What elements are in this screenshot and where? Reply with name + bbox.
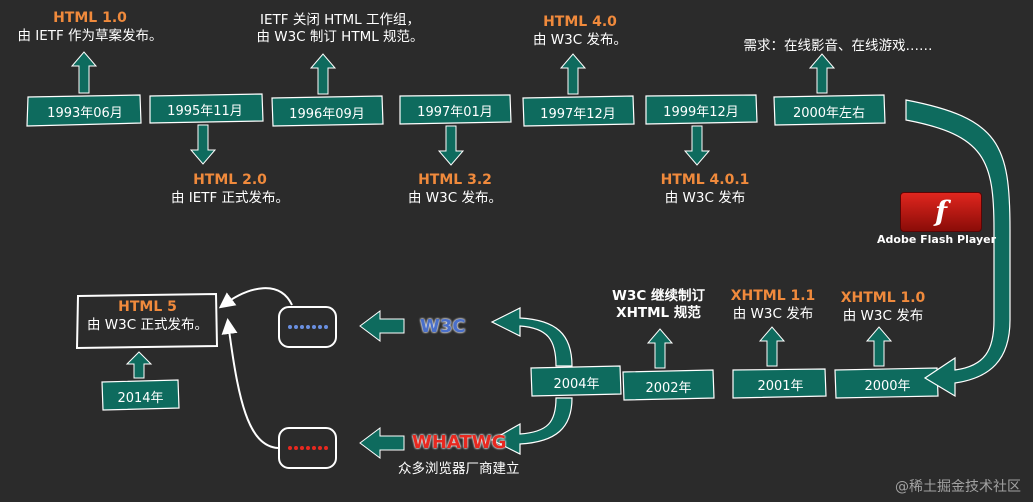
html40-label: HTML 4.0 由 W3C 发布。: [520, 14, 640, 48]
left-arrow-w3c: [359, 310, 405, 342]
date-label-2000: 2000年: [864, 379, 911, 394]
whatwg-label: WHATWG: [412, 432, 507, 453]
whatwg-device-icon: [278, 427, 337, 469]
date-label-2001: 2001年: [757, 379, 804, 394]
down-arrow-1997-01: [437, 125, 465, 166]
html401-desc: 由 W3C 发布: [664, 189, 746, 206]
date-box-2004: [530, 365, 622, 397]
date-label-2000-approx: 2000年左右: [792, 106, 866, 121]
flash-logo-glyph: f: [934, 195, 948, 228]
html32-version: HTML 3.2: [418, 172, 492, 188]
split-arrow-up: [490, 307, 573, 367]
html5-desc: 由 W3C 正式发布。: [87, 316, 208, 333]
xhtml11-version: XHTML 1.1: [730, 288, 816, 304]
flash-logo-icon: f: [900, 192, 982, 232]
down-arrow-1995: [189, 124, 217, 165]
whatwg-to-html5-arrow: [221, 318, 279, 449]
html401-label: HTML 4.0.1 由 W3C 发布: [640, 172, 770, 206]
date-label-2002: 2002年: [645, 381, 692, 396]
up-arrow-2000-approx: [808, 53, 836, 94]
html20-label: HTML 2.0 由 IETF 正式发布。: [140, 172, 320, 206]
date-box-1997-01: [399, 94, 512, 125]
date-label-1995: 1995年11月: [167, 104, 243, 119]
up-arrow-2001: [758, 326, 786, 367]
date-box-1995: [149, 93, 264, 124]
date-label-1993: 1993年06月: [47, 106, 123, 121]
ietf-close-label: IETF 关闭 HTML 工作组， 由 W3C 制订 HTML 规范。: [240, 12, 440, 46]
html32-desc: 由 W3C 发布。: [408, 189, 502, 206]
up-arrow-2000: [865, 326, 893, 367]
up-arrow-1993: [70, 51, 98, 94]
flash-label: Adobe Flash Player: [877, 233, 996, 246]
xhtml10-label: XHTML 1.0 由 W3C 发布: [828, 290, 938, 324]
html40-desc: 由 W3C 发布。: [533, 31, 627, 48]
demand-label: 需求：在线影音、在线游戏……: [728, 38, 948, 55]
date-box-2000-approx: [773, 94, 886, 126]
whatwg-desc: 众多浏览器厂商建立: [398, 461, 520, 477]
up-arrow-1996: [309, 53, 337, 95]
date-box-1997-12: [522, 95, 635, 127]
html5-version: HTML 5: [118, 299, 177, 315]
html10-label: HTML 1.0 由 IETF 作为草案发布。: [5, 10, 175, 44]
html32-label: HTML 3.2 由 W3C 发布。: [395, 172, 515, 206]
ietf-close-desc: IETF 关闭 HTML 工作组， 由 W3C 制订 HTML 规范。: [256, 12, 424, 45]
demand-desc: 需求：在线影音、在线游戏……: [743, 38, 933, 54]
w3c-device-icon: [278, 306, 337, 348]
date-box-2001: [732, 368, 827, 399]
up-arrow-2014: [125, 351, 153, 379]
date-box-1999: [645, 94, 758, 125]
watermark: @稀土掘金技术社区: [895, 479, 1021, 495]
html20-version: HTML 2.0: [193, 172, 267, 188]
w3c-xhtml-label: W3C 继续制订 XHTML 规范: [596, 288, 721, 322]
html5-label: HTML 5 由 W3C 正式发布。: [80, 299, 215, 333]
up-arrow-1997-12: [559, 53, 587, 95]
date-label-1999: 1999年12月: [663, 105, 739, 120]
date-label-1997-01: 1997年01月: [417, 105, 493, 120]
date-box-2002: [622, 369, 715, 401]
up-arrow-2002: [646, 328, 674, 369]
w3c-xhtml-desc: W3C 继续制订 XHTML 规范: [612, 288, 705, 321]
left-arrow-whatwg: [359, 427, 405, 459]
html40-version: HTML 4.0: [543, 14, 617, 30]
w3c-label: W3C: [420, 316, 466, 337]
date-label-2014: 2014年: [117, 391, 164, 406]
w3c-to-html5-arrow: [218, 287, 293, 309]
date-label-1997-12: 1997年12月: [540, 107, 616, 122]
date-label-2004: 2004年: [553, 377, 600, 392]
html5-box: [75, 292, 219, 350]
date-box-1996: [271, 95, 384, 127]
html10-version: HTML 1.0: [53, 10, 127, 26]
xhtml11-label: XHTML 1.1 由 W3C 发布: [718, 288, 828, 322]
xhtml10-desc: 由 W3C 发布: [842, 307, 924, 324]
html10-desc: 由 IETF 作为草案发布。: [17, 27, 163, 44]
xhtml11-desc: 由 W3C 发布: [732, 305, 814, 322]
down-arrow-1999: [683, 125, 711, 166]
split-arrow-down: [490, 397, 573, 455]
date-box-1993: [26, 94, 142, 127]
date-box-2000: [834, 367, 939, 399]
html20-desc: 由 IETF 正式发布。: [170, 189, 290, 206]
xhtml10-version: XHTML 1.0: [840, 290, 926, 306]
html401-version: HTML 4.0.1: [660, 172, 750, 188]
date-label-1996: 1996年09月: [289, 107, 365, 122]
date-box-2014: [101, 379, 180, 411]
big-curve-arrow: [905, 99, 1011, 398]
